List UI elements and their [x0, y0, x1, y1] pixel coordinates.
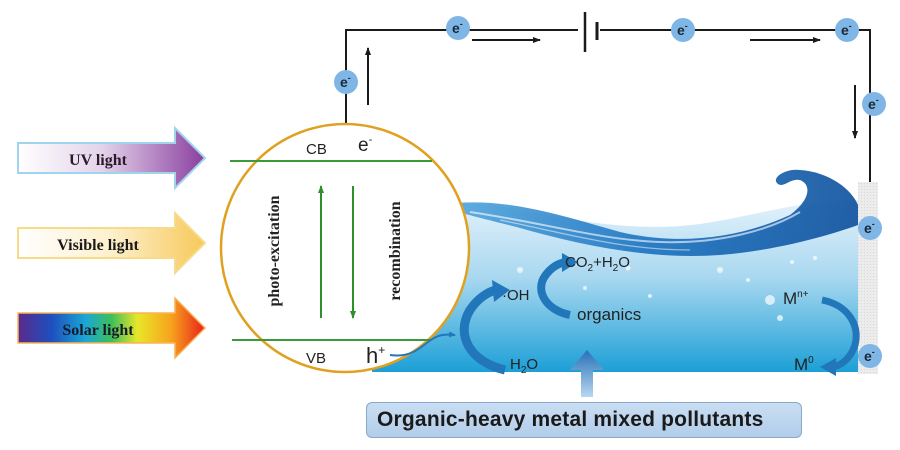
light-arrow-visible: [17, 210, 207, 276]
electron-badge: e-: [835, 18, 859, 42]
electron-badge: e-: [862, 92, 886, 116]
electron-badge-circle: [835, 18, 859, 42]
electron-badge-label: e-: [452, 19, 463, 36]
cb-label: CB: [306, 141, 327, 158]
metal-ion-label: Mn+: [783, 289, 809, 308]
pollutant-input-arrow: [570, 350, 604, 397]
hole-label: h+: [366, 343, 385, 368]
semiconductor-particle: [219, 122, 471, 374]
electron-badge-circle: [858, 344, 882, 368]
electron-badge-label: e-: [864, 219, 875, 236]
metal-zero-label: M0: [794, 355, 814, 374]
electron-badge-circle: [858, 216, 882, 240]
recombination-label: recombination: [387, 201, 404, 300]
electron-badge: e-: [858, 216, 882, 240]
electron-badge: e-: [334, 70, 358, 94]
electron-badge-circle: [671, 18, 695, 42]
electron-badge-label: e-: [864, 347, 875, 364]
light-arrow-solar: [17, 296, 207, 360]
water-body: [372, 169, 858, 372]
solar-light-label: Solar light: [62, 322, 134, 339]
photo-excitation-label: photo-excitation: [266, 195, 283, 306]
reaction-arrow-metal-reduction: [820, 296, 860, 376]
electron-badge-label: e-: [340, 73, 351, 90]
co2-h2o-label: CO2+H2O: [565, 254, 630, 274]
oh-radical-label: ·OH: [502, 287, 530, 304]
electron-badge-label: e-: [677, 21, 688, 38]
pollutant-label-box: Organic-heavy metal mixed pollutants: [366, 402, 802, 438]
electron-badge-circle: [334, 70, 358, 94]
visible-light-label: Visible light: [57, 237, 139, 254]
reaction-arrow-organics-to-co2: [537, 253, 578, 319]
reaction-arrow-h2o-to-oh: [459, 280, 510, 375]
electron-badge-circle: [862, 92, 886, 116]
electron-badge-label: e-: [841, 21, 852, 38]
pollutant-label: Organic-heavy metal mixed pollutants: [377, 408, 764, 431]
wave-crest: [440, 169, 858, 256]
uv-light-label: UV light: [69, 152, 128, 169]
vb-label: VB: [306, 350, 326, 367]
electron-label: e-: [358, 134, 373, 156]
electron-badge: e-: [858, 344, 882, 368]
light-arrow-uv: [17, 125, 207, 191]
organics-label: organics: [577, 305, 641, 324]
electron-badge: e-: [671, 18, 695, 42]
water-label: H2O: [510, 356, 538, 376]
electron-badge-label: e-: [868, 95, 879, 112]
electron-badge-circle: [446, 16, 470, 40]
electron-badge: e-: [446, 16, 470, 40]
hole-transfer-arrow: [389, 331, 456, 357]
